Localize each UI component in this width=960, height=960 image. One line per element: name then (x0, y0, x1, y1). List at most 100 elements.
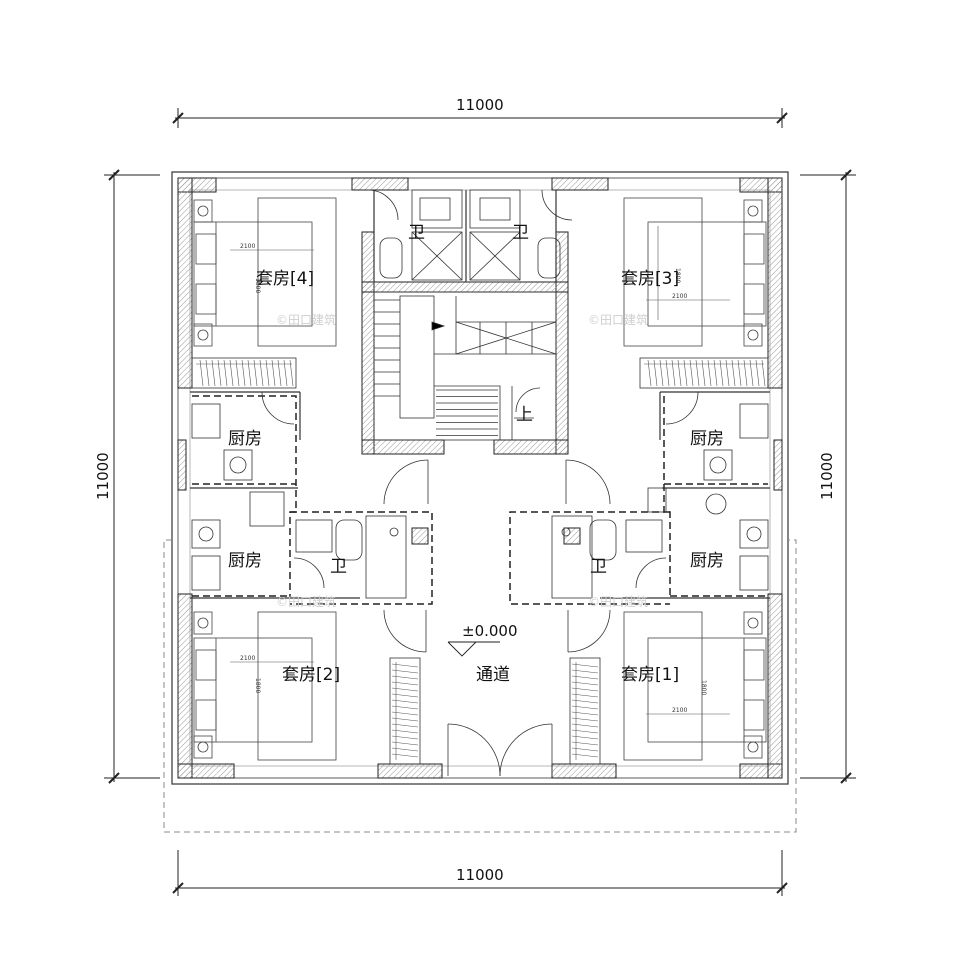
hanger-tick (707, 359, 712, 387)
doors (261, 189, 699, 777)
dim-label-bottom: 11000 (456, 866, 504, 884)
hanger-tick (571, 741, 599, 746)
stair-steps (374, 299, 498, 436)
hanger-tick (571, 717, 599, 722)
hanger-tick (571, 669, 599, 674)
interior-walls (190, 190, 770, 599)
kitchen-fixtures (191, 403, 769, 591)
dashed-partitions (192, 395, 768, 605)
hanger-tick (571, 687, 599, 692)
room-label-bath-mid-right: 卫 (590, 557, 607, 577)
hanger-tick (391, 723, 419, 728)
wardrobes (191, 357, 769, 765)
hanger-tick (271, 359, 276, 387)
lamp-symbols (193, 199, 763, 759)
bed-suite2 (193, 611, 337, 761)
hanger-tick (571, 693, 599, 698)
hanger-tick (391, 699, 419, 704)
bed-dimension-marks (230, 226, 730, 715)
dim-label-top: 11000 (456, 96, 504, 114)
bed-dim-label: 1800 (700, 680, 707, 695)
hanger-tick (391, 693, 419, 698)
hanger-tick (571, 711, 599, 716)
hanger-tick (571, 747, 599, 752)
wall-columns (177, 177, 783, 779)
bed-dim-label: 2100 (672, 293, 687, 300)
bathroom-fixtures-top (379, 189, 561, 281)
hanger-tick (677, 359, 682, 387)
bed-suite1 (623, 611, 767, 761)
bed-dim-label: 1800 (254, 278, 261, 293)
hanger-tick (199, 359, 204, 387)
hanger-tick (223, 359, 228, 387)
hanger-tick (725, 359, 730, 387)
room-label-bath-top-left: 卫 (408, 223, 425, 243)
hanger-tick (571, 681, 599, 686)
hanger-tick (731, 359, 736, 387)
stair-up-label: 上 (516, 405, 533, 425)
hanger-tick (391, 663, 419, 668)
room-label-bath-top-right: 卫 (512, 223, 529, 243)
watermark: ©田口建筑 (276, 312, 336, 327)
room-label-suite2: 套房[2] (282, 665, 340, 685)
room-label-kitchen-ul: 厨房 (228, 429, 262, 449)
hanger-tick (217, 359, 222, 387)
hanger-tick (647, 359, 652, 387)
hanger-tick (247, 359, 252, 387)
hanger-tick (391, 669, 419, 674)
hanger-tick (749, 359, 754, 387)
bed-dim-label: 2100 (672, 707, 687, 714)
dim-label-left: 11000 (94, 452, 112, 500)
hanger-tick (241, 359, 246, 387)
hanger-tick (571, 663, 599, 668)
room-label-suite1: 套房[1] (621, 665, 679, 685)
watermark: ©田口建筑 (276, 594, 336, 609)
room-label-corridor: 通道 (476, 665, 510, 685)
hanger-tick (391, 753, 419, 758)
hanger-tick (391, 741, 419, 746)
hanger-tick (277, 359, 282, 387)
staircase (373, 291, 557, 441)
wardrobe-hangers-ticks (199, 359, 766, 758)
hanger-tick (391, 681, 419, 686)
hanger-tick (229, 359, 234, 387)
room-label-kitchen-ur: 厨房 (690, 429, 724, 449)
bed-dim-label: 1800 (254, 678, 261, 693)
hanger-tick (235, 359, 240, 387)
hanger-tick (571, 723, 599, 728)
hanger-tick (289, 359, 294, 387)
hanger-tick (283, 359, 288, 387)
room-label-kitchen-lr: 厨房 (690, 551, 724, 571)
bed-suite3 (623, 197, 767, 347)
hanger-tick (737, 359, 742, 387)
hanger-tick (701, 359, 706, 387)
hanger-tick (265, 359, 270, 387)
bathroom-fixtures-mid (295, 515, 663, 599)
hanger-tick (571, 753, 599, 758)
hanger-tick (659, 359, 664, 387)
hanger-tick (713, 359, 718, 387)
hanger-tick (671, 359, 676, 387)
bed-dim-label: 2100 (240, 243, 255, 250)
hanger-tick (719, 359, 724, 387)
hanger-tick (391, 675, 419, 680)
hanger-tick (743, 359, 748, 387)
hanger-tick (695, 359, 700, 387)
hanger-tick (259, 359, 264, 387)
hanger-tick (391, 747, 419, 752)
hanger-tick (571, 735, 599, 740)
hanger-tick (653, 359, 658, 387)
hanger-tick (391, 729, 419, 734)
hanger-tick (689, 359, 694, 387)
hanger-tick (755, 359, 760, 387)
room-label-kitchen-ll: 厨房 (228, 551, 262, 571)
hanger-tick (253, 359, 258, 387)
elevation-label: ±0.000 (462, 622, 518, 640)
hanger-tick (571, 699, 599, 704)
hanger-tick (761, 359, 766, 387)
hanger-tick (665, 359, 670, 387)
room-label-suite4: 套房[4] (256, 269, 314, 289)
hanger-tick (391, 705, 419, 710)
dim-label-right: 11000 (818, 452, 836, 500)
